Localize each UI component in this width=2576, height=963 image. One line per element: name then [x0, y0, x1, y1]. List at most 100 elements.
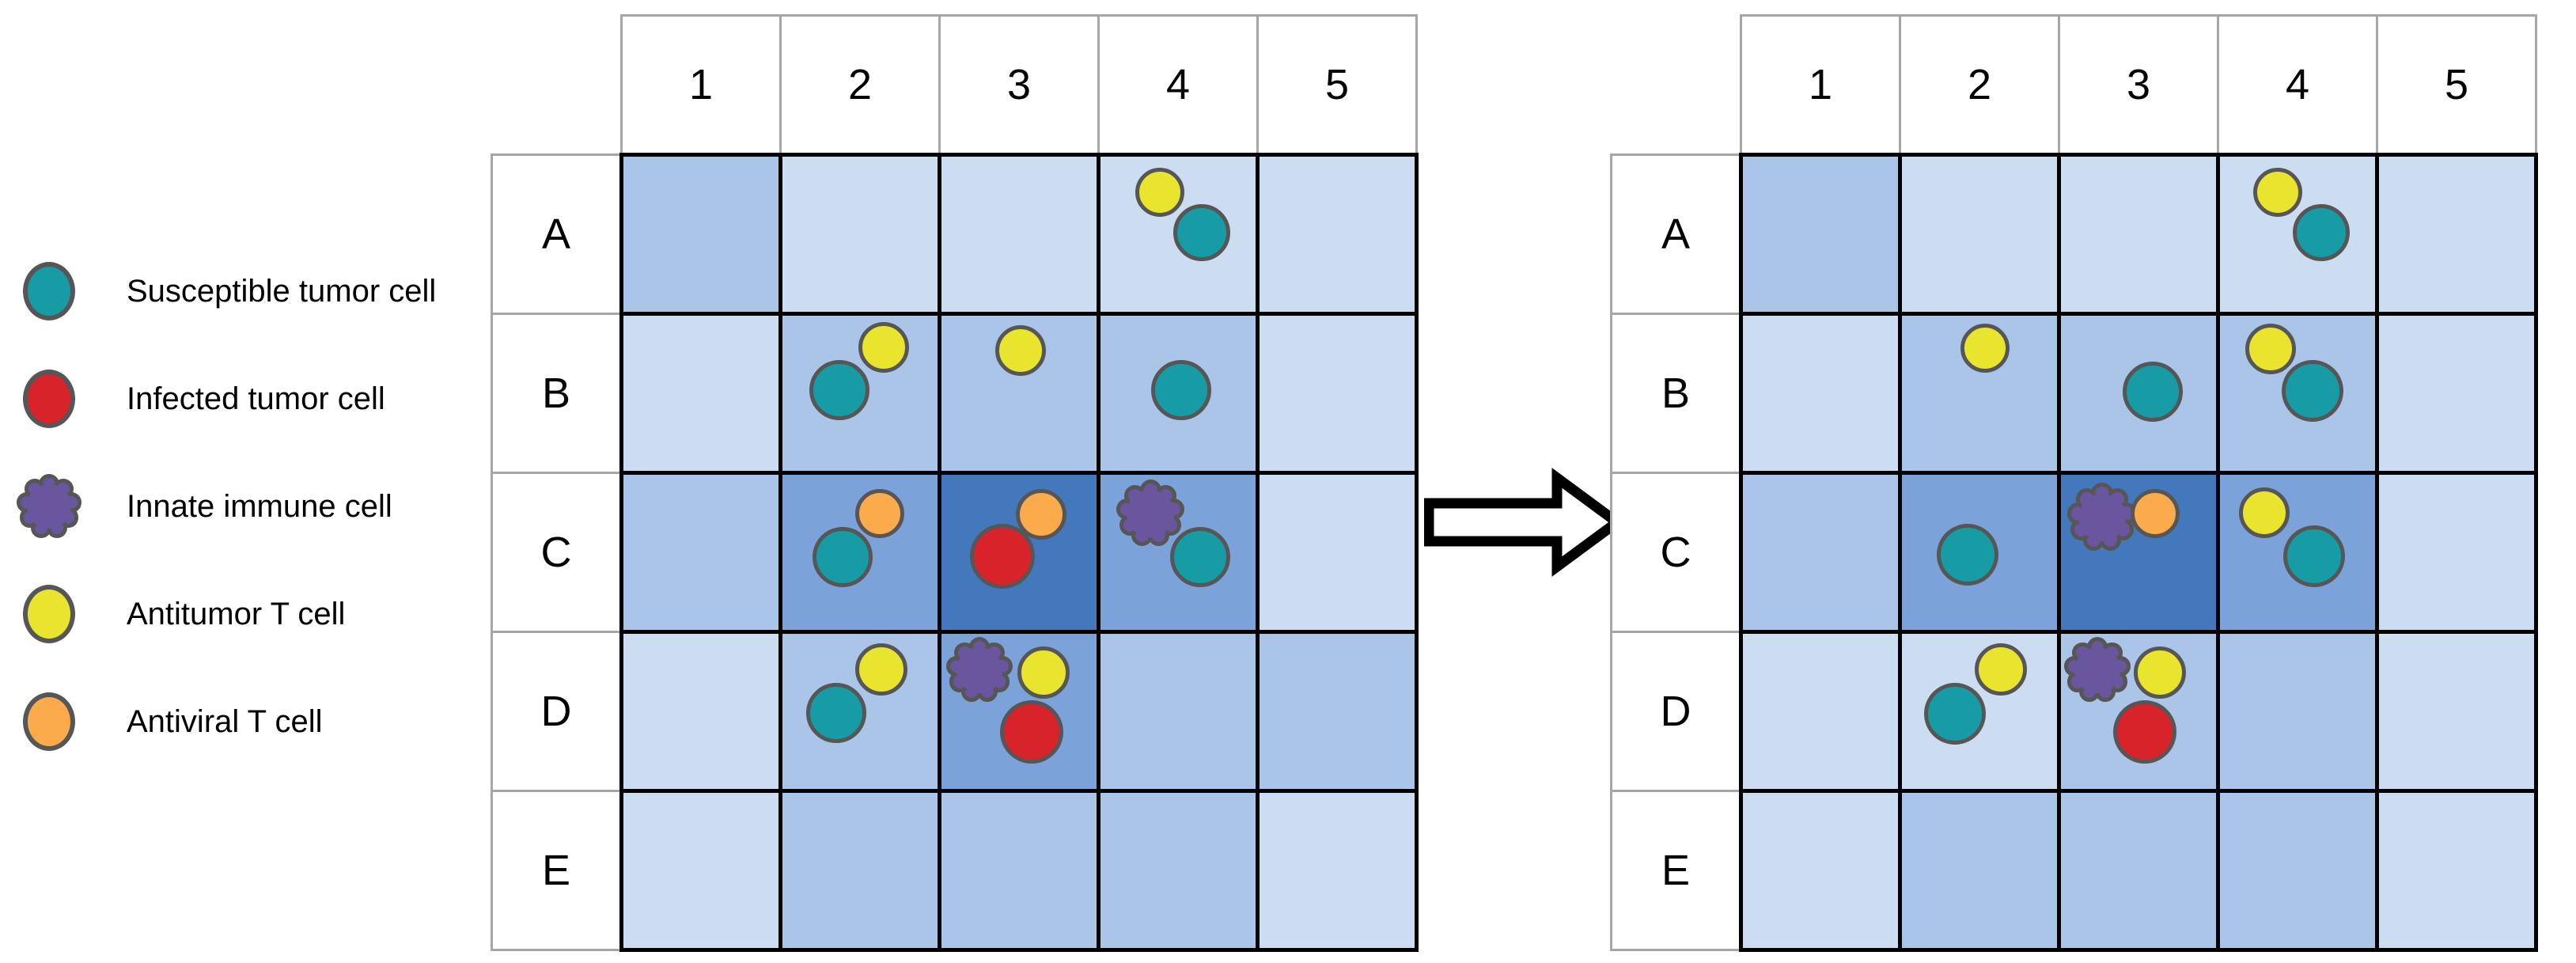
purple-lobed-icon — [0, 472, 98, 540]
innate-immune-cell-icon — [945, 635, 1014, 705]
grid-cell-b4[interactable] — [1097, 312, 1260, 475]
legend-item-label: Infected tumor cell — [127, 381, 385, 416]
legend-item: Antiviral T cell — [0, 668, 506, 775]
grid-cell-c3[interactable] — [938, 471, 1100, 634]
grid-cell-e3[interactable] — [938, 789, 1100, 952]
grid-row: A — [491, 153, 1419, 316]
susceptible-tumor-cell-icon — [2283, 525, 2345, 587]
grid-cell-b5[interactable] — [1256, 312, 1419, 475]
grid-cell-a1[interactable] — [1739, 153, 1902, 316]
infected-tumor-cell-icon — [970, 524, 1035, 589]
antitumor-t-cell-icon — [1960, 324, 2010, 373]
grid-cell-c4[interactable] — [2216, 471, 2379, 634]
grid-cell-c5[interactable] — [2375, 471, 2538, 634]
grid-cell-a5[interactable] — [2375, 153, 2538, 316]
teal-circle-icon — [0, 262, 98, 320]
grid-row: E — [1610, 789, 2538, 952]
grid-corner-spacer — [491, 15, 622, 155]
antitumor-t-cell-icon — [995, 325, 1046, 376]
grid-cell-e5[interactable] — [1256, 789, 1419, 952]
grid-cell-c1[interactable] — [619, 471, 782, 634]
grid-cell-b3[interactable] — [938, 312, 1100, 475]
grid-row: C — [491, 471, 1419, 634]
grid-cell-a2[interactable] — [778, 153, 941, 316]
grid-row: B — [1610, 312, 2538, 475]
susceptible-tumor-cell-icon — [2282, 360, 2343, 422]
grid-row: D — [491, 630, 1419, 793]
grid-cell-e3[interactable] — [2057, 789, 2220, 952]
grid-cell-d4[interactable] — [2216, 630, 2379, 793]
grid-cell-d5[interactable] — [2375, 630, 2538, 793]
grid-cell-e5[interactable] — [2375, 789, 2538, 952]
susceptible-tumor-cell-icon — [1937, 524, 1998, 586]
antitumor-t-cell-icon — [2239, 487, 2290, 538]
antitumor-t-cell-icon — [1975, 643, 2027, 696]
grid-cell-c1[interactable] — [1739, 471, 1902, 634]
antiviral-t-cell-icon — [855, 489, 904, 538]
grid-cell-b5[interactable] — [2375, 312, 2538, 475]
column-header-5: 5 — [2376, 14, 2537, 156]
grid-cell-a4[interactable] — [1097, 153, 1260, 316]
legend-item-label: Innate immune cell — [127, 488, 392, 524]
grid-cell-b2[interactable] — [778, 312, 941, 475]
grid-cell-d3[interactable] — [938, 630, 1100, 793]
innate-immune-cell-icon — [2063, 635, 2132, 705]
grid-cell-d3[interactable] — [2057, 630, 2220, 793]
grid-cell-c2[interactable] — [1898, 471, 2061, 634]
grid-cell-d2[interactable] — [778, 630, 941, 793]
grid-cell-c3[interactable] — [2057, 471, 2220, 634]
susceptible-tumor-cell-icon — [806, 683, 866, 743]
antitumor-t-cell-icon — [855, 643, 907, 696]
grid-cell-e4[interactable] — [1097, 789, 1260, 952]
grid-cell-b3[interactable] — [2057, 312, 2220, 475]
grid-cell-a5[interactable] — [1256, 153, 1419, 316]
grid-corner-spacer — [1611, 15, 1741, 155]
column-header-1: 1 — [1740, 14, 1901, 156]
antitumor-t-cell-icon — [2245, 324, 2296, 374]
grid-cell-c2[interactable] — [778, 471, 941, 634]
row-header-D: D — [491, 631, 623, 792]
grid-cell-d4[interactable] — [1097, 630, 1260, 793]
legend-item: Infected tumor cell — [0, 345, 506, 453]
grid-cell-e1[interactable] — [1739, 789, 1902, 952]
grid-cell-e2[interactable] — [1898, 789, 2061, 952]
legend-item: Innate immune cell — [0, 453, 506, 560]
grid-cell-d2[interactable] — [1898, 630, 2061, 793]
yellow-circle-icon — [0, 585, 98, 643]
row-header-A: A — [491, 154, 623, 315]
grid-cell-e1[interactable] — [619, 789, 782, 952]
grid-cell-d5[interactable] — [1256, 630, 1419, 793]
grid-row: E — [491, 789, 1419, 952]
grid-cell-c5[interactable] — [1256, 471, 1419, 634]
grid-cell-e2[interactable] — [778, 789, 941, 952]
grid-cell-a2[interactable] — [1898, 153, 2061, 316]
susceptible-tumor-cell-icon — [1151, 360, 1211, 420]
column-header-4: 4 — [1097, 14, 1259, 156]
antiviral-t-cell-icon — [2131, 489, 2180, 538]
grid-cell-b1[interactable] — [1739, 312, 1902, 475]
column-header-2: 2 — [779, 14, 941, 156]
grid-cell-a1[interactable] — [619, 153, 782, 316]
row-header-E: E — [491, 790, 623, 951]
grid-cell-b1[interactable] — [619, 312, 782, 475]
column-header-3: 3 — [2058, 14, 2219, 156]
grid-cell-d1[interactable] — [1739, 630, 1902, 793]
legend-item: Susceptible tumor cell — [0, 237, 506, 345]
infected-tumor-cell-icon — [2113, 700, 2176, 764]
row-header-A: A — [1610, 154, 1742, 315]
infected-tumor-cell-icon — [1000, 700, 1063, 764]
grid-cell-c4[interactable] — [1097, 471, 1260, 634]
legend-item-label: Antiviral T cell — [127, 703, 323, 739]
antitumor-t-cell-icon — [2253, 168, 2302, 217]
grid-cell-d1[interactable] — [619, 630, 782, 793]
grid-cell-a3[interactable] — [2057, 153, 2220, 316]
grid-cell-a4[interactable] — [2216, 153, 2379, 316]
grid-cell-a3[interactable] — [938, 153, 1100, 316]
susceptible-tumor-cell-icon — [2123, 362, 2183, 422]
susceptible-tumor-cell-icon — [813, 527, 873, 587]
grid-cell-b4[interactable] — [2216, 312, 2379, 475]
grid-cell-e4[interactable] — [2216, 789, 2379, 952]
grid-cell-b2[interactable] — [1898, 312, 2061, 475]
